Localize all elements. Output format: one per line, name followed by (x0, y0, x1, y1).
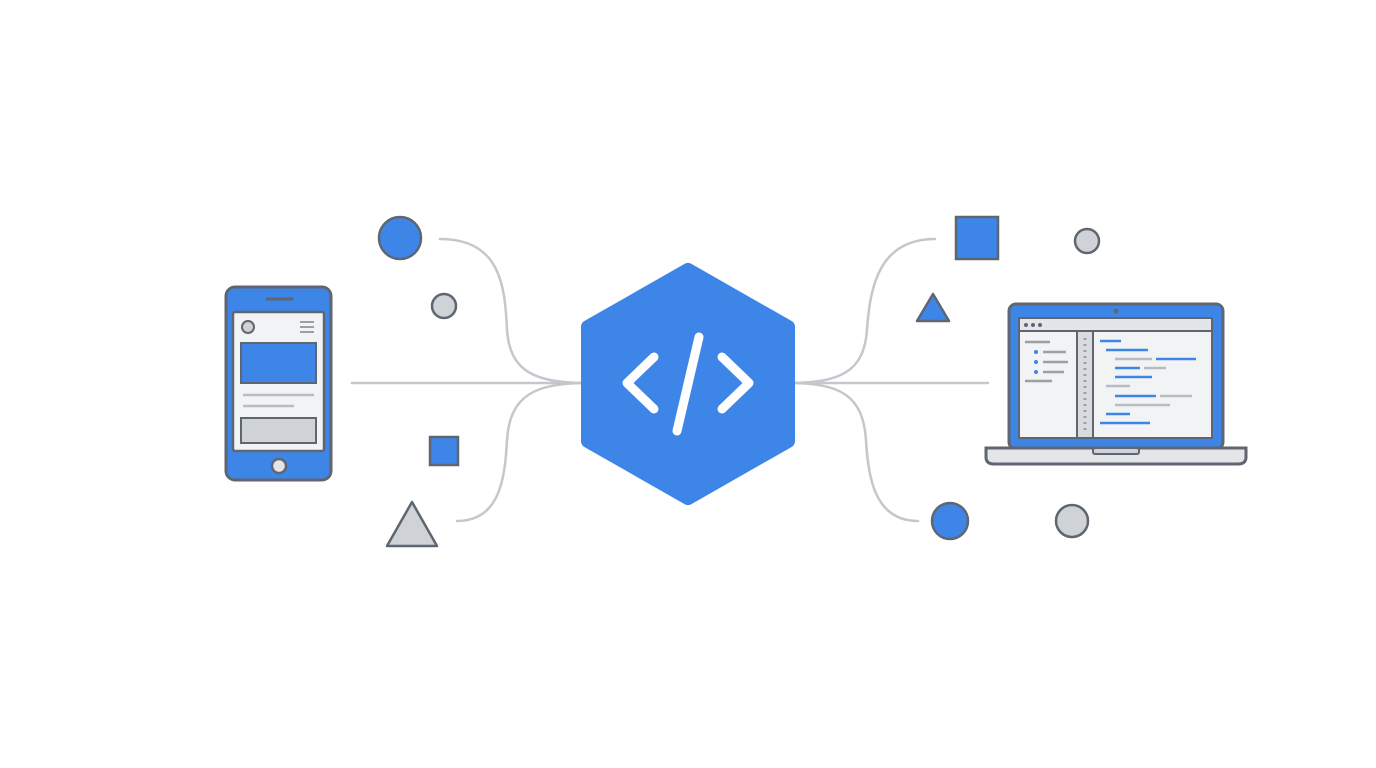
decorations-right (915, 215, 1101, 541)
blue-triangle-icon (915, 292, 951, 323)
code-brackets-icon (622, 332, 754, 436)
blue-square-icon (954, 215, 1000, 261)
connector-right-upper (786, 237, 937, 385)
smartphone-icon (224, 285, 333, 482)
connector-left-upper (438, 237, 590, 385)
gray-triangle-icon (385, 500, 439, 548)
gray-circle-icon (430, 292, 458, 320)
gray-circle-icon (1054, 503, 1090, 539)
decorations-left (377, 215, 460, 548)
blue-square-icon (428, 435, 460, 467)
connector-left-lower (455, 381, 590, 523)
blue-circle-icon (377, 215, 423, 261)
laptop-code-editor-icon (984, 302, 1248, 466)
blue-circle-icon (930, 501, 970, 541)
code-hub (581, 263, 795, 505)
connector-right-lower (786, 381, 920, 523)
gray-circle-icon (1073, 227, 1101, 255)
connectors (350, 237, 990, 523)
